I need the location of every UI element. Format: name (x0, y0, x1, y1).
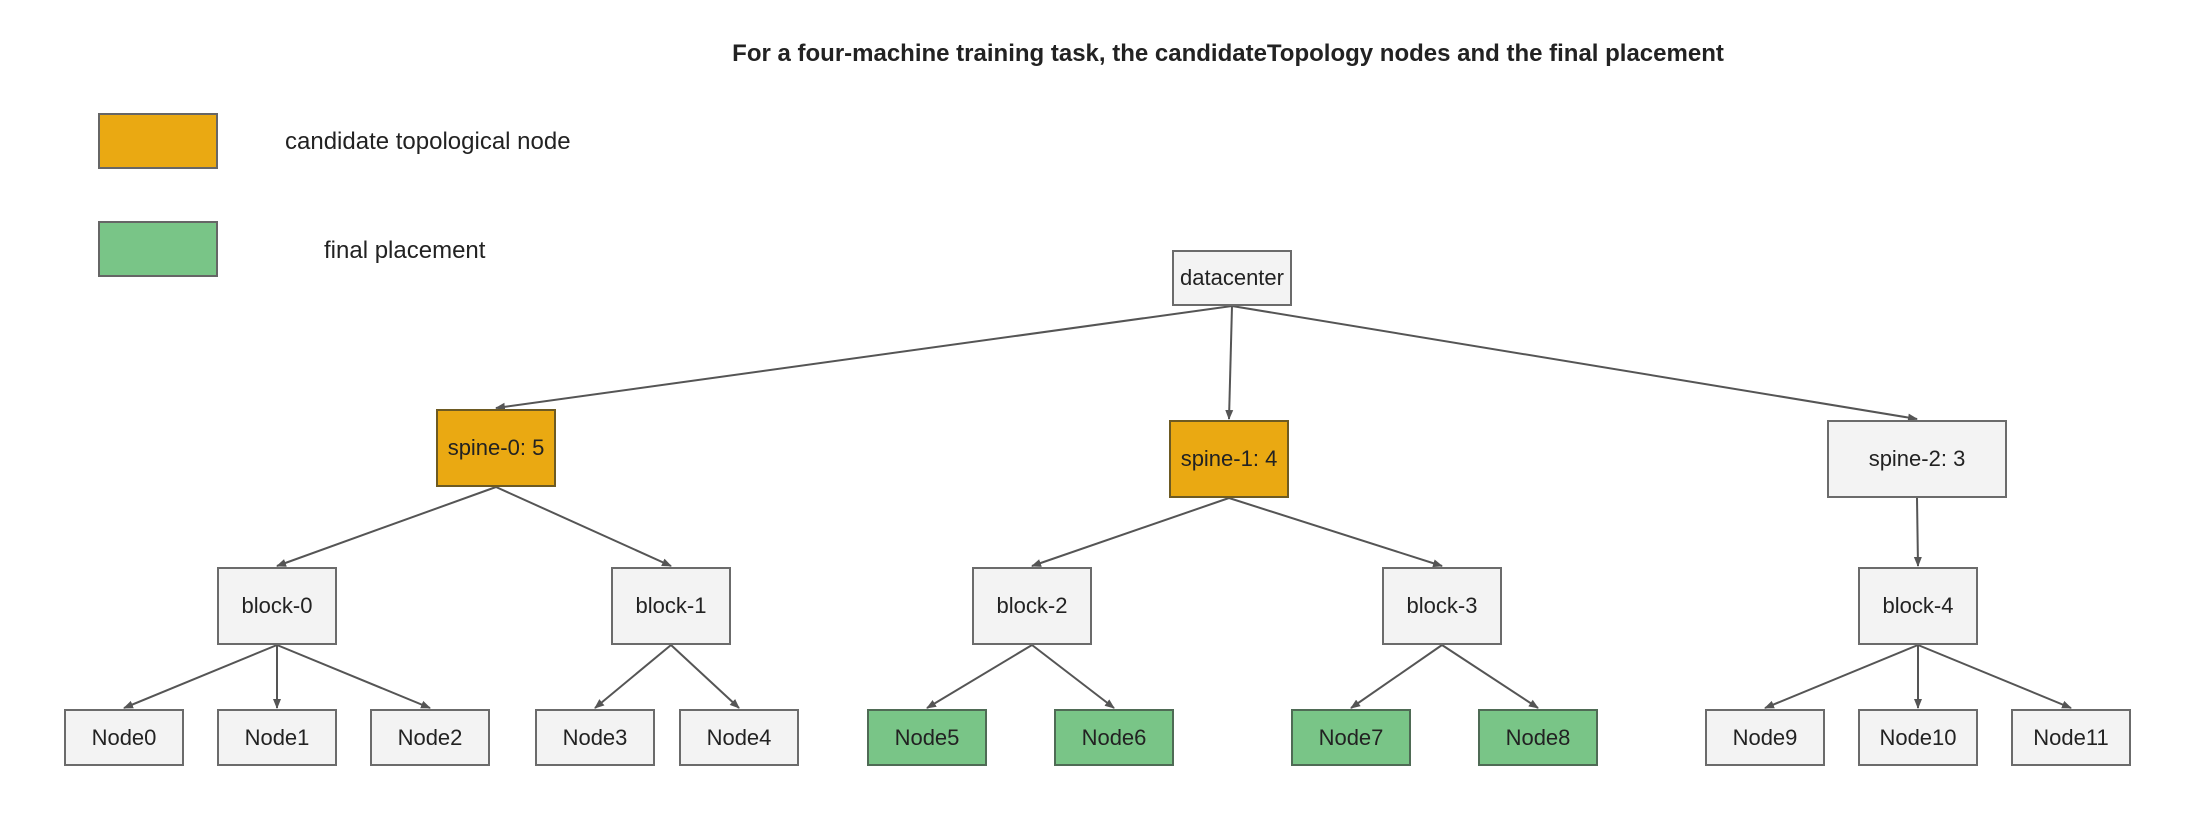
edge-spine-0-to-block-0 (276, 486, 497, 567)
legend-label-candidate: candidate topological node (285, 128, 571, 155)
leaf-node-node7: Node7 (1291, 709, 1411, 766)
edge-spine-1-to-block-2 (1031, 497, 1230, 567)
leaf-node-node6: Node6 (1054, 709, 1174, 766)
edge-block-3-to-node-8 (1441, 644, 1539, 709)
leaf-node-node10: Node10 (1858, 709, 1978, 766)
leaf-node-node0: Node0 (64, 709, 184, 766)
edge-spine-0-to-block-1 (495, 486, 672, 567)
block-node-block-0: block-0 (217, 567, 337, 645)
edge-block-0-to-node-0 (123, 644, 278, 709)
leaf-node-node5: Node5 (867, 709, 987, 766)
edge-block-2-to-node-6 (1031, 644, 1115, 709)
leaf-node-node1: Node1 (217, 709, 337, 766)
root-node-datacenter: datacenter (1172, 250, 1292, 306)
spine-node-spine-0-5: spine-0: 5 (436, 409, 556, 487)
edge-spine-1-to-block-3 (1228, 497, 1443, 568)
edge-root-to-spine-2 (1231, 305, 1918, 422)
diagram-title: For a four-machine training task, the ca… (732, 40, 1724, 67)
block-node-block-1: block-1 (611, 567, 731, 645)
edge-block-4-to-node-11 (1917, 644, 2072, 709)
edge-root-to-spine-1 (1225, 305, 1234, 420)
leaf-node-node4: Node4 (679, 709, 799, 766)
leaf-node-node9: Node9 (1705, 709, 1825, 766)
block-node-block-2: block-2 (972, 567, 1092, 645)
leaf-node-node11: Node11 (2011, 709, 2131, 766)
legend-swatch-placement (98, 221, 218, 277)
edge-block-1-to-node-4 (670, 644, 740, 709)
spine-node-spine-2-3: spine-2: 3 (1827, 420, 2007, 498)
block-node-block-4: block-4 (1858, 567, 1978, 645)
block-node-block-3: block-3 (1382, 567, 1502, 645)
leaf-node-node8: Node8 (1478, 709, 1598, 766)
edge-spine-2-to-block-4 (1913, 497, 1922, 567)
spine-node-spine-1-4: spine-1: 4 (1169, 420, 1289, 498)
edge-block-4-to-node-9 (1764, 644, 1919, 709)
edge-block-0-to-node-2 (276, 644, 431, 709)
edge-block-1-to-node-3 (594, 644, 672, 709)
legend-label-placement: final placement (324, 237, 486, 264)
edge-block-2-to-node-5 (926, 644, 1033, 709)
leaf-node-node2: Node2 (370, 709, 490, 766)
edge-root-to-spine-0 (495, 305, 1233, 411)
leaf-node-node3: Node3 (535, 709, 655, 766)
edge-block-3-to-node-7 (1350, 644, 1443, 709)
legend-swatch-candidate (98, 113, 218, 169)
